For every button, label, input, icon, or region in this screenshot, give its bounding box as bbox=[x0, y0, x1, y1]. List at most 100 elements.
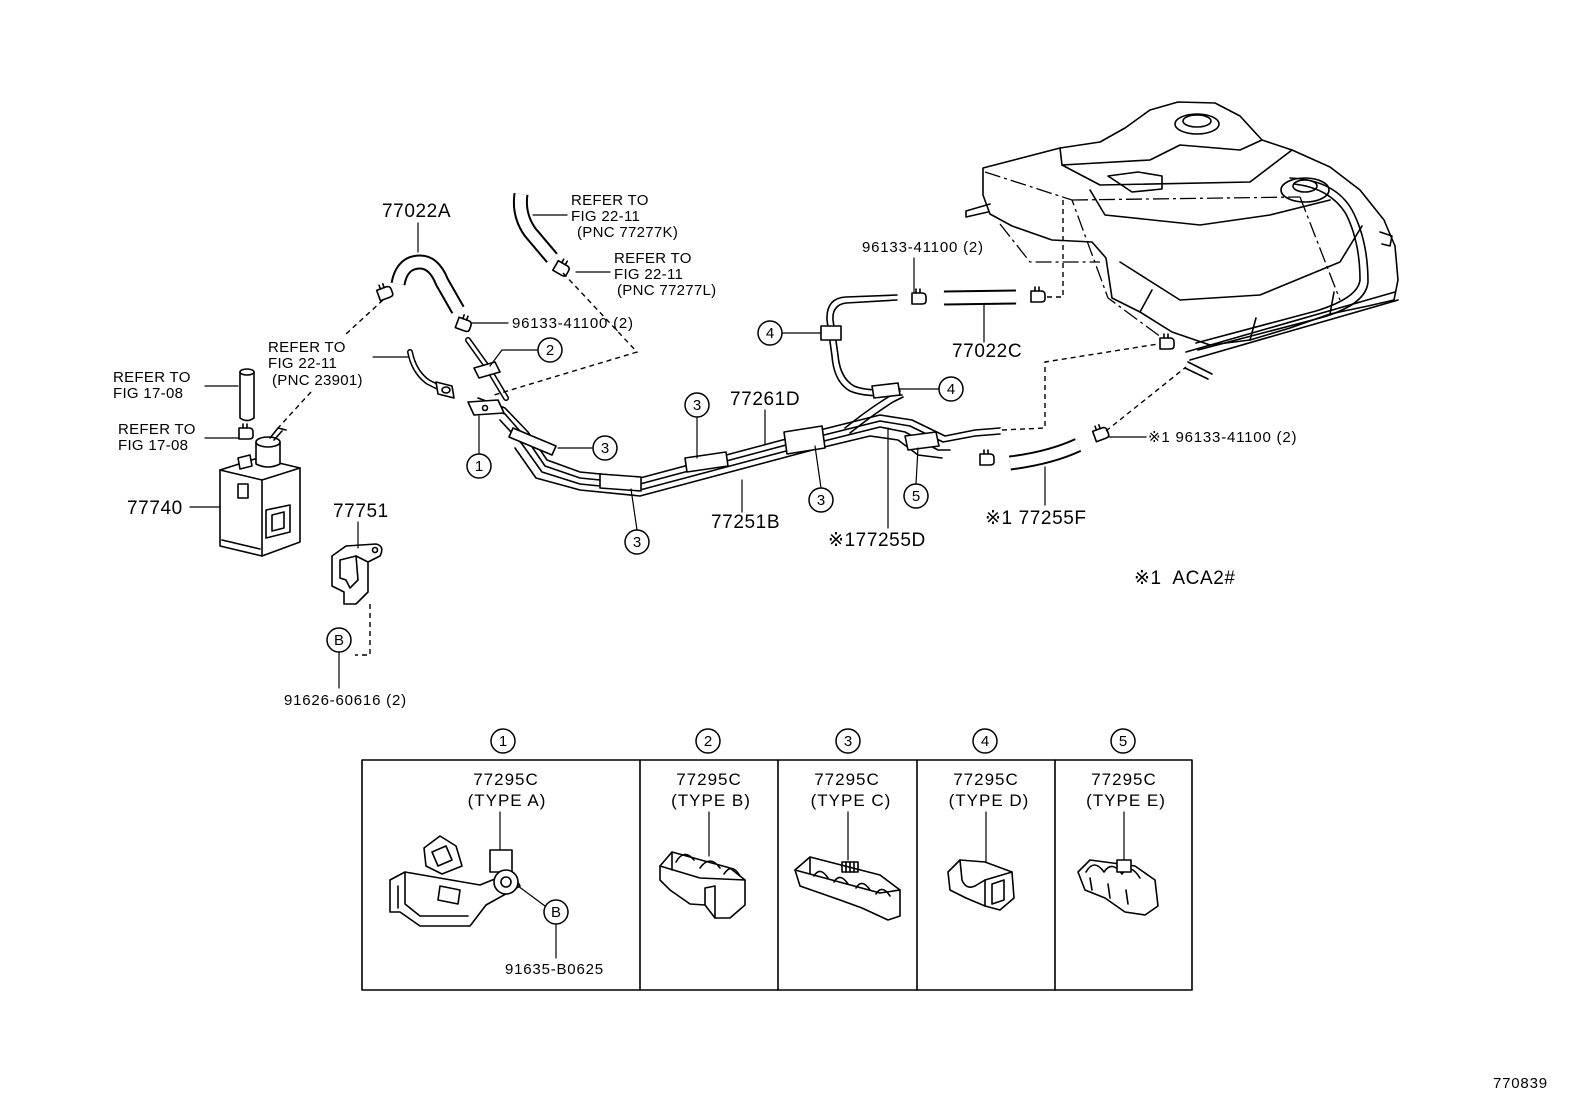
refer-note-line: FIG 22-11 bbox=[268, 355, 337, 372]
pump-seat bbox=[1280, 177, 1330, 203]
table-marker-label: 4 bbox=[981, 733, 989, 750]
hose-clip bbox=[1091, 424, 1110, 443]
callout-marker-3: 3 bbox=[808, 487, 834, 513]
callout-marker-label: 3 bbox=[693, 397, 701, 414]
table-marker-5: 5 bbox=[1110, 728, 1136, 754]
callout-marker-5: 5 bbox=[903, 483, 929, 509]
hose-clip bbox=[1030, 286, 1046, 303]
callout-marker-3: 3 bbox=[624, 529, 650, 555]
refer-note-line: (PNC 77277K) bbox=[577, 224, 678, 241]
canister-bracket bbox=[331, 543, 383, 605]
table-marker-1: 1 bbox=[490, 728, 516, 754]
refer-note-77277k: REFER TO FIG 22-11 (PNC 77277K) bbox=[571, 192, 678, 241]
part-number-clip-aca2: ※1 96133-41100 (2) bbox=[1148, 429, 1297, 446]
refer-note-fig-17-08-lower: REFER TO FIG 17-08 bbox=[118, 421, 196, 454]
clamp-type-d bbox=[820, 325, 842, 341]
part-number-77022c: 77022C bbox=[952, 341, 1022, 362]
hose-to-fig-22-11-77277k bbox=[512, 192, 558, 263]
vent-hose bbox=[239, 368, 255, 422]
table-part-number: 77295C bbox=[676, 770, 742, 789]
refer-note-line: (PNC 77277L) bbox=[617, 282, 716, 299]
table-part-number: 77295C bbox=[473, 770, 539, 789]
callout-marker-4: 4 bbox=[757, 320, 783, 346]
hose-clip bbox=[375, 283, 394, 302]
clamp-type-e bbox=[904, 431, 940, 451]
callout-marker-3: 3 bbox=[592, 435, 618, 461]
part-number-bracket: 77751 bbox=[333, 501, 389, 522]
assembly-dashed-lines bbox=[277, 200, 1187, 656]
refer-note-line: REFER TO bbox=[571, 192, 649, 209]
hose-77022a bbox=[390, 254, 465, 314]
refer-note-line: (PNC 23901) bbox=[272, 372, 363, 389]
table-clamp-type: (TYPE E) bbox=[1086, 791, 1166, 810]
refer-note-77277l: REFER TO FIG 22-11 (PNC 77277L) bbox=[614, 250, 716, 299]
callout-marker-label: 4 bbox=[766, 325, 774, 342]
callout-marker-label: 2 bbox=[546, 342, 554, 359]
callout-marker-label: 4 bbox=[947, 381, 955, 398]
callout-marker-label: 3 bbox=[633, 534, 641, 551]
diagram-code: 770839 bbox=[1493, 1075, 1548, 1092]
clamp-type-d-illustration bbox=[947, 859, 1015, 911]
callout-marker-label: 3 bbox=[601, 440, 609, 457]
clamp-type-a bbox=[467, 399, 505, 416]
clamp-type-b-illustration bbox=[659, 851, 746, 919]
hose-clip bbox=[454, 314, 473, 333]
table-part-number: 77295C bbox=[953, 770, 1019, 789]
table-frame bbox=[361, 759, 1193, 991]
part-number-clip-tank: 96133-41100 (2) bbox=[862, 239, 984, 256]
part-number-77255f: ※1 77255F bbox=[985, 508, 1087, 529]
part-number-77251b: 77251B bbox=[711, 512, 780, 533]
clamp-type-c bbox=[508, 427, 557, 456]
hose-clip bbox=[911, 288, 927, 305]
tank-tubes bbox=[1184, 177, 1399, 380]
callout-marker-label: B bbox=[334, 632, 344, 649]
part-number-bolt: 91626-60616 (2) bbox=[284, 692, 407, 709]
hose-77255f bbox=[1009, 438, 1082, 471]
clamp-type-c bbox=[684, 451, 729, 473]
table-clamp-type: (TYPE D) bbox=[949, 791, 1030, 810]
callout-marker-1: 1 bbox=[466, 453, 492, 479]
callout-marker-label: 5 bbox=[912, 488, 920, 505]
refer-note-line: REFER TO bbox=[113, 369, 191, 386]
table-clamp-type: (TYPE C) bbox=[811, 791, 892, 810]
clamp-type-e-illustration bbox=[1077, 859, 1159, 916]
table-marker-label: 2 bbox=[704, 733, 712, 750]
table-part-number: 77295C bbox=[814, 770, 880, 789]
refer-note-line: FIG 17-08 bbox=[118, 437, 188, 454]
fuel-tank bbox=[965, 101, 1399, 346]
refer-note-line: FIG 22-11 bbox=[571, 208, 640, 225]
refer-note-line: FIG 17-08 bbox=[113, 385, 183, 402]
refer-note-line: REFER TO bbox=[118, 421, 196, 438]
clamp-types-table: 1 2 3 4 5 77295C (TYPE A) 77295C (TYPE B… bbox=[361, 728, 1193, 991]
callout-marker-label: 3 bbox=[817, 492, 825, 509]
clamp-type-b bbox=[473, 361, 501, 379]
refer-note-line: FIG 22-11 bbox=[614, 266, 683, 283]
table-bolt-marker-b: B bbox=[543, 899, 569, 925]
refer-note-line: REFER TO bbox=[614, 250, 692, 267]
part-number-77261d: 77261D bbox=[730, 389, 800, 410]
callout-marker-4: 4 bbox=[938, 376, 964, 402]
charcoal-canister bbox=[219, 427, 301, 557]
part-number-77022a: 77022A bbox=[382, 201, 451, 222]
table-marker-3: 3 bbox=[835, 728, 861, 754]
callout-marker-b: B bbox=[326, 627, 352, 653]
part-number-canister: 77740 bbox=[127, 498, 183, 519]
canister-hose-clip bbox=[238, 423, 254, 440]
clamp-type-c bbox=[599, 473, 642, 492]
callout-marker-label: 1 bbox=[475, 458, 483, 475]
table-marker-label: 3 bbox=[844, 733, 852, 750]
table-divider bbox=[639, 759, 1056, 991]
hose-clip bbox=[552, 258, 570, 277]
bolt-hole bbox=[371, 546, 379, 554]
callout-marker-2: 2 bbox=[537, 337, 563, 363]
table-marker-4: 4 bbox=[972, 728, 998, 754]
leader-lines bbox=[189, 214, 1147, 689]
refer-note-line: REFER TO bbox=[268, 339, 346, 356]
hose-clip bbox=[1159, 333, 1175, 350]
table-marker-label: 5 bbox=[1119, 733, 1127, 750]
connector-to-fig-22-11-23901 bbox=[407, 349, 455, 399]
table-clamp-type: (TYPE B) bbox=[671, 791, 751, 810]
hose-clip bbox=[979, 449, 995, 466]
refer-note-23901: REFER TO FIG 22-11 (PNC 23901) bbox=[268, 339, 363, 389]
